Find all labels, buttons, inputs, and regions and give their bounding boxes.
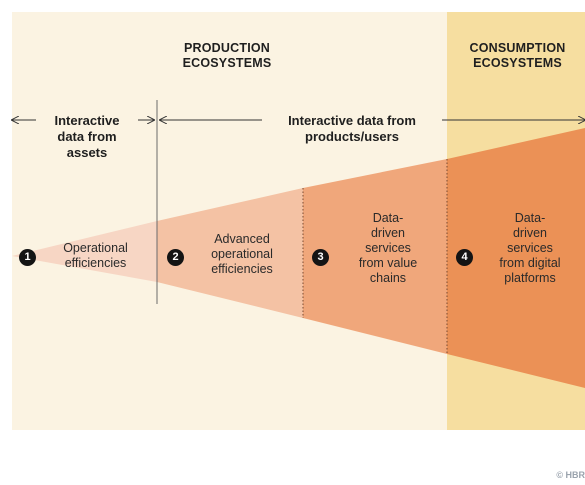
stage-2-label-line-2: operational [211,247,273,261]
stage-3-label-line-3: services [365,241,411,255]
hbr-credit: © HBR [556,470,585,480]
consumption-header-line-2: ECOSYSTEMS [473,56,562,70]
stage-3-label-line-4: from value [358,256,418,270]
stage-3-label-line-5: chains [369,271,407,285]
stage-2-label-line-1: Advanced [214,232,270,246]
production-header-line-1: PRODUCTION [183,41,271,55]
products-label-line-1: Interactive data from [288,113,416,128]
stage-2-label-line-3: efficiencies [211,262,273,276]
assets-label-line-2: data from [57,129,117,144]
stage-1-label-line-1: Operational [63,241,128,255]
stage-4-label-line-4: from digital [499,256,561,270]
stage-1-label-line-2: efficiencies [64,256,127,270]
stage-4-label-line-5: platforms [504,271,556,285]
assets-label-line-3: assets [66,145,108,160]
stage-2-segment [157,188,303,318]
consumption-header-line-1: CONSUMPTION [469,41,566,55]
stage-4-segment [447,128,585,388]
stage-3-label: Data- driven services from value chains [333,211,443,286]
stage-4-number: 4 [456,249,473,266]
stage-4-label-line-3: services [507,241,553,255]
products-label-line-2: products/users [305,129,399,144]
products-users-data-label: Interactive data from products/users [262,113,442,145]
stage-3-label-line-2: driven [370,226,406,240]
stage-1-label: Operational efficiencies [38,241,153,271]
stage-1-number: 1 [19,249,36,266]
stage-2-label: Advanced operational efficiencies [186,232,298,277]
production-header-line-2: ECOSYSTEMS [182,56,272,70]
stage-2-number: 2 [167,249,184,266]
assets-label-line-1: Interactive [54,113,120,128]
stage-4-label-line-2: driven [512,226,548,240]
stage-3-number: 3 [312,249,329,266]
consumption-ecosystems-header: CONSUMPTION ECOSYSTEMS [450,41,585,71]
assets-data-label: Interactive data from assets [36,113,138,161]
production-ecosystems-header: PRODUCTION ECOSYSTEMS [162,41,292,71]
stage-4-label-line-1: Data- [514,211,546,225]
stage-3-segment [303,159,447,354]
stage-3-label-line-1: Data- [372,211,404,225]
stage-4-label: Data- driven services from digital platf… [478,211,582,286]
stage-1-segment [12,221,157,282]
